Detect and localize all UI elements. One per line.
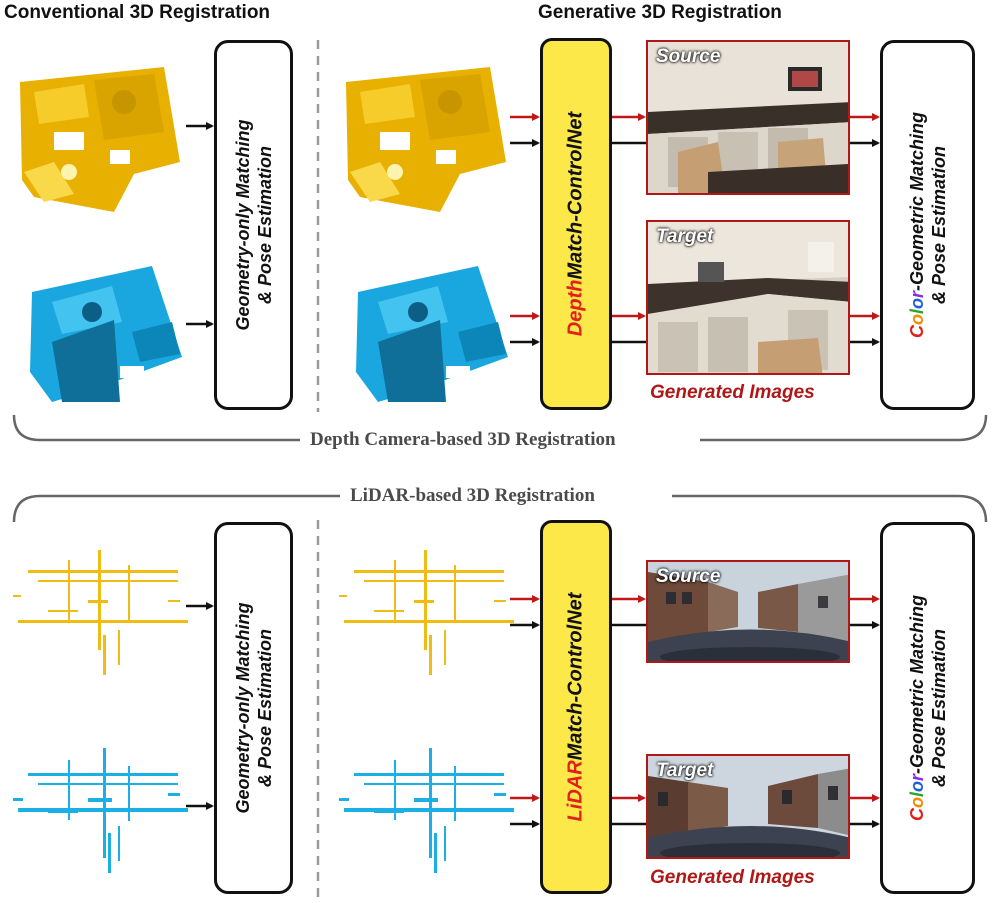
depth-source-image: Source (646, 40, 850, 195)
depth-color-letter-r: r (906, 291, 927, 299)
lidar-source-cloud-gen (339, 550, 514, 675)
depth-match-controlnet-box: DepthMatch-ControlNet (540, 38, 612, 410)
lidar-color-letter-l: l (906, 792, 927, 798)
section-label-depth: Depth Camera-based 3D Registration (300, 429, 626, 451)
depth-color-letter-o2: o (906, 298, 927, 310)
lidar-geometry-line2: & Pose Estimation (254, 628, 275, 788)
depth-source-tag: Source (656, 46, 721, 67)
section-label-lidar: LiDAR-based 3D Registration (340, 485, 605, 507)
depth-target-tag: Target (656, 226, 714, 247)
lidar-geometry-only-box: Geometry-only Matching & Pose Estimation (214, 522, 293, 894)
lidar-source-cloud-conv (13, 550, 188, 675)
depth-color-letter-c: C (906, 325, 927, 339)
lidar-color-letter-o2: o (906, 781, 927, 793)
depth-source-cloud-gen (346, 67, 506, 212)
header-generative: Generative 3D Registration (538, 2, 782, 23)
depth-source-cloud-conv (20, 67, 180, 212)
header-conventional: Conventional 3D Registration (4, 2, 271, 23)
depth-color-box-line2: & Pose Estimation (928, 145, 949, 305)
depth-generated-label: Generated Images (650, 382, 815, 403)
lidar-target-cloud-gen (339, 748, 514, 873)
bracket-depth-right (700, 414, 988, 442)
depth-controlnet-suffix: Match-ControlNet (564, 111, 587, 280)
lidar-geometry-line1: Geometry-only Matching (232, 602, 253, 814)
lidar-target-image: Target (646, 754, 850, 859)
depth-target-cloud-conv (30, 266, 182, 402)
bracket-lidar-left (12, 494, 340, 523)
lidar-target-tag: Target (656, 760, 714, 781)
lidar-controlnet-prefix: LiDAR (564, 760, 587, 822)
lidar-color-letter-r: r (906, 774, 927, 782)
depth-controlnet-prefix: Depth (564, 279, 587, 337)
depth-color-geometric-box: Color-Geometric Matching & Pose Estimati… (880, 40, 975, 410)
lidar-color-box-rest: -Geometric Matching (906, 594, 927, 774)
bracket-depth-left (12, 414, 300, 442)
lidar-target-cloud-conv (13, 748, 188, 873)
depth-geometry-line2: & Pose Estimation (254, 145, 275, 305)
lidar-color-letter-c: C (906, 808, 927, 822)
lidar-color-box-line2: & Pose Estimation (928, 628, 949, 788)
lidar-match-controlnet-box: LiDARMatch-ControlNet (540, 520, 612, 894)
lidar-source-tag: Source (656, 566, 721, 587)
depth-color-letter-o1: o (906, 314, 927, 326)
lidar-controlnet-suffix: Match-ControlNet (564, 592, 587, 761)
depth-geometry-line1: Geometry-only Matching (232, 119, 253, 331)
lidar-color-geometric-box: Color-Geometric Matching & Pose Estimati… (880, 522, 975, 894)
depth-target-image: Target (646, 220, 850, 375)
depth-color-box-rest: -Geometric Matching (906, 111, 927, 291)
bracket-lidar-right (672, 494, 988, 523)
depth-color-letter-l: l (906, 309, 927, 315)
depth-geometry-only-box: Geometry-only Matching & Pose Estimation (214, 40, 293, 410)
lidar-color-letter-o1: o (906, 797, 927, 809)
depth-target-cloud-gen (356, 266, 508, 402)
lidar-source-image: Source (646, 560, 850, 663)
lidar-generated-label: Generated Images (650, 867, 815, 888)
